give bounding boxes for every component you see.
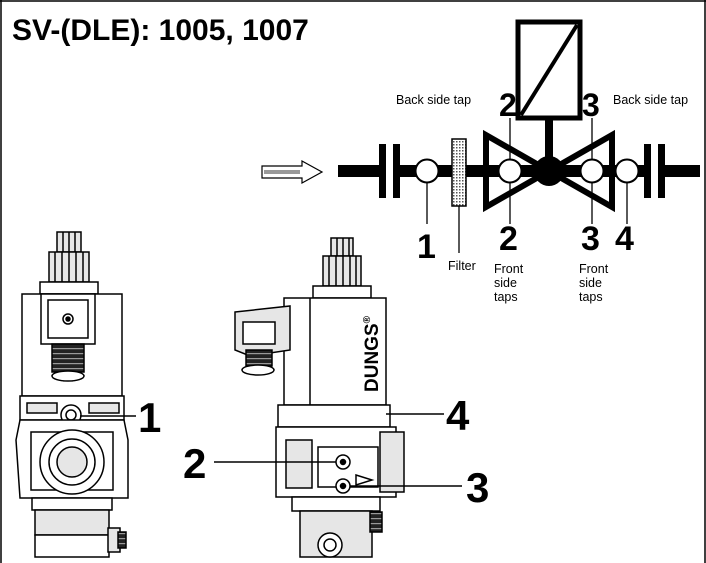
filter-label: Filter <box>448 259 476 273</box>
tap-number-3-top: 3 <box>582 87 600 123</box>
right-flange-inner <box>658 144 665 198</box>
svg-text:taps: taps <box>579 290 603 304</box>
callout-number-1: 1 <box>138 394 161 441</box>
tap-number-1: 1 <box>417 228 436 266</box>
tap-1-circle <box>414 158 440 184</box>
valve-side-view-illustration <box>234 237 405 558</box>
filter-element <box>451 138 467 207</box>
svg-text:Front: Front <box>579 262 609 276</box>
svg-text:side: side <box>579 276 602 290</box>
page-title: SV-(DLE): 1005, 1007 <box>12 14 309 47</box>
right-flange-outer <box>644 144 651 198</box>
svg-text:side: side <box>494 276 517 290</box>
valve-ball <box>534 156 564 186</box>
callout-number-2: 2 <box>183 440 206 487</box>
gas-flow-schematic: Back side tap Back side tap 2 3 1 2 3 4 … <box>261 19 700 304</box>
front-side-taps-left-label: Front side taps <box>494 262 524 304</box>
back-side-tap-left-label: Back side tap <box>396 93 471 107</box>
tap-number-2-bottom: 2 <box>499 220 518 258</box>
valve-stem <box>545 116 553 171</box>
callout-number-4: 4 <box>446 392 470 439</box>
callout-leaders <box>80 413 462 487</box>
left-flange-outer <box>379 144 386 198</box>
tap-2-circle <box>497 158 523 184</box>
svg-text:taps: taps <box>494 290 518 304</box>
callout-number-3: 3 <box>466 464 489 511</box>
tap-3-circle <box>579 158 605 184</box>
brand-label: DUNGS® <box>362 315 383 392</box>
tap-number-3-bottom: 3 <box>581 220 600 258</box>
back-side-tap-right-label: Back side tap <box>613 93 688 107</box>
tap-number-4: 4 <box>615 220 634 258</box>
valve-front-view-illustration <box>15 231 129 558</box>
front-side-taps-right-label: Front side taps <box>579 262 609 304</box>
left-flange-inner <box>393 144 400 198</box>
svg-text:Front: Front <box>494 262 524 276</box>
tap-number-2-top: 2 <box>499 87 517 123</box>
tap-4-circle <box>614 158 640 184</box>
